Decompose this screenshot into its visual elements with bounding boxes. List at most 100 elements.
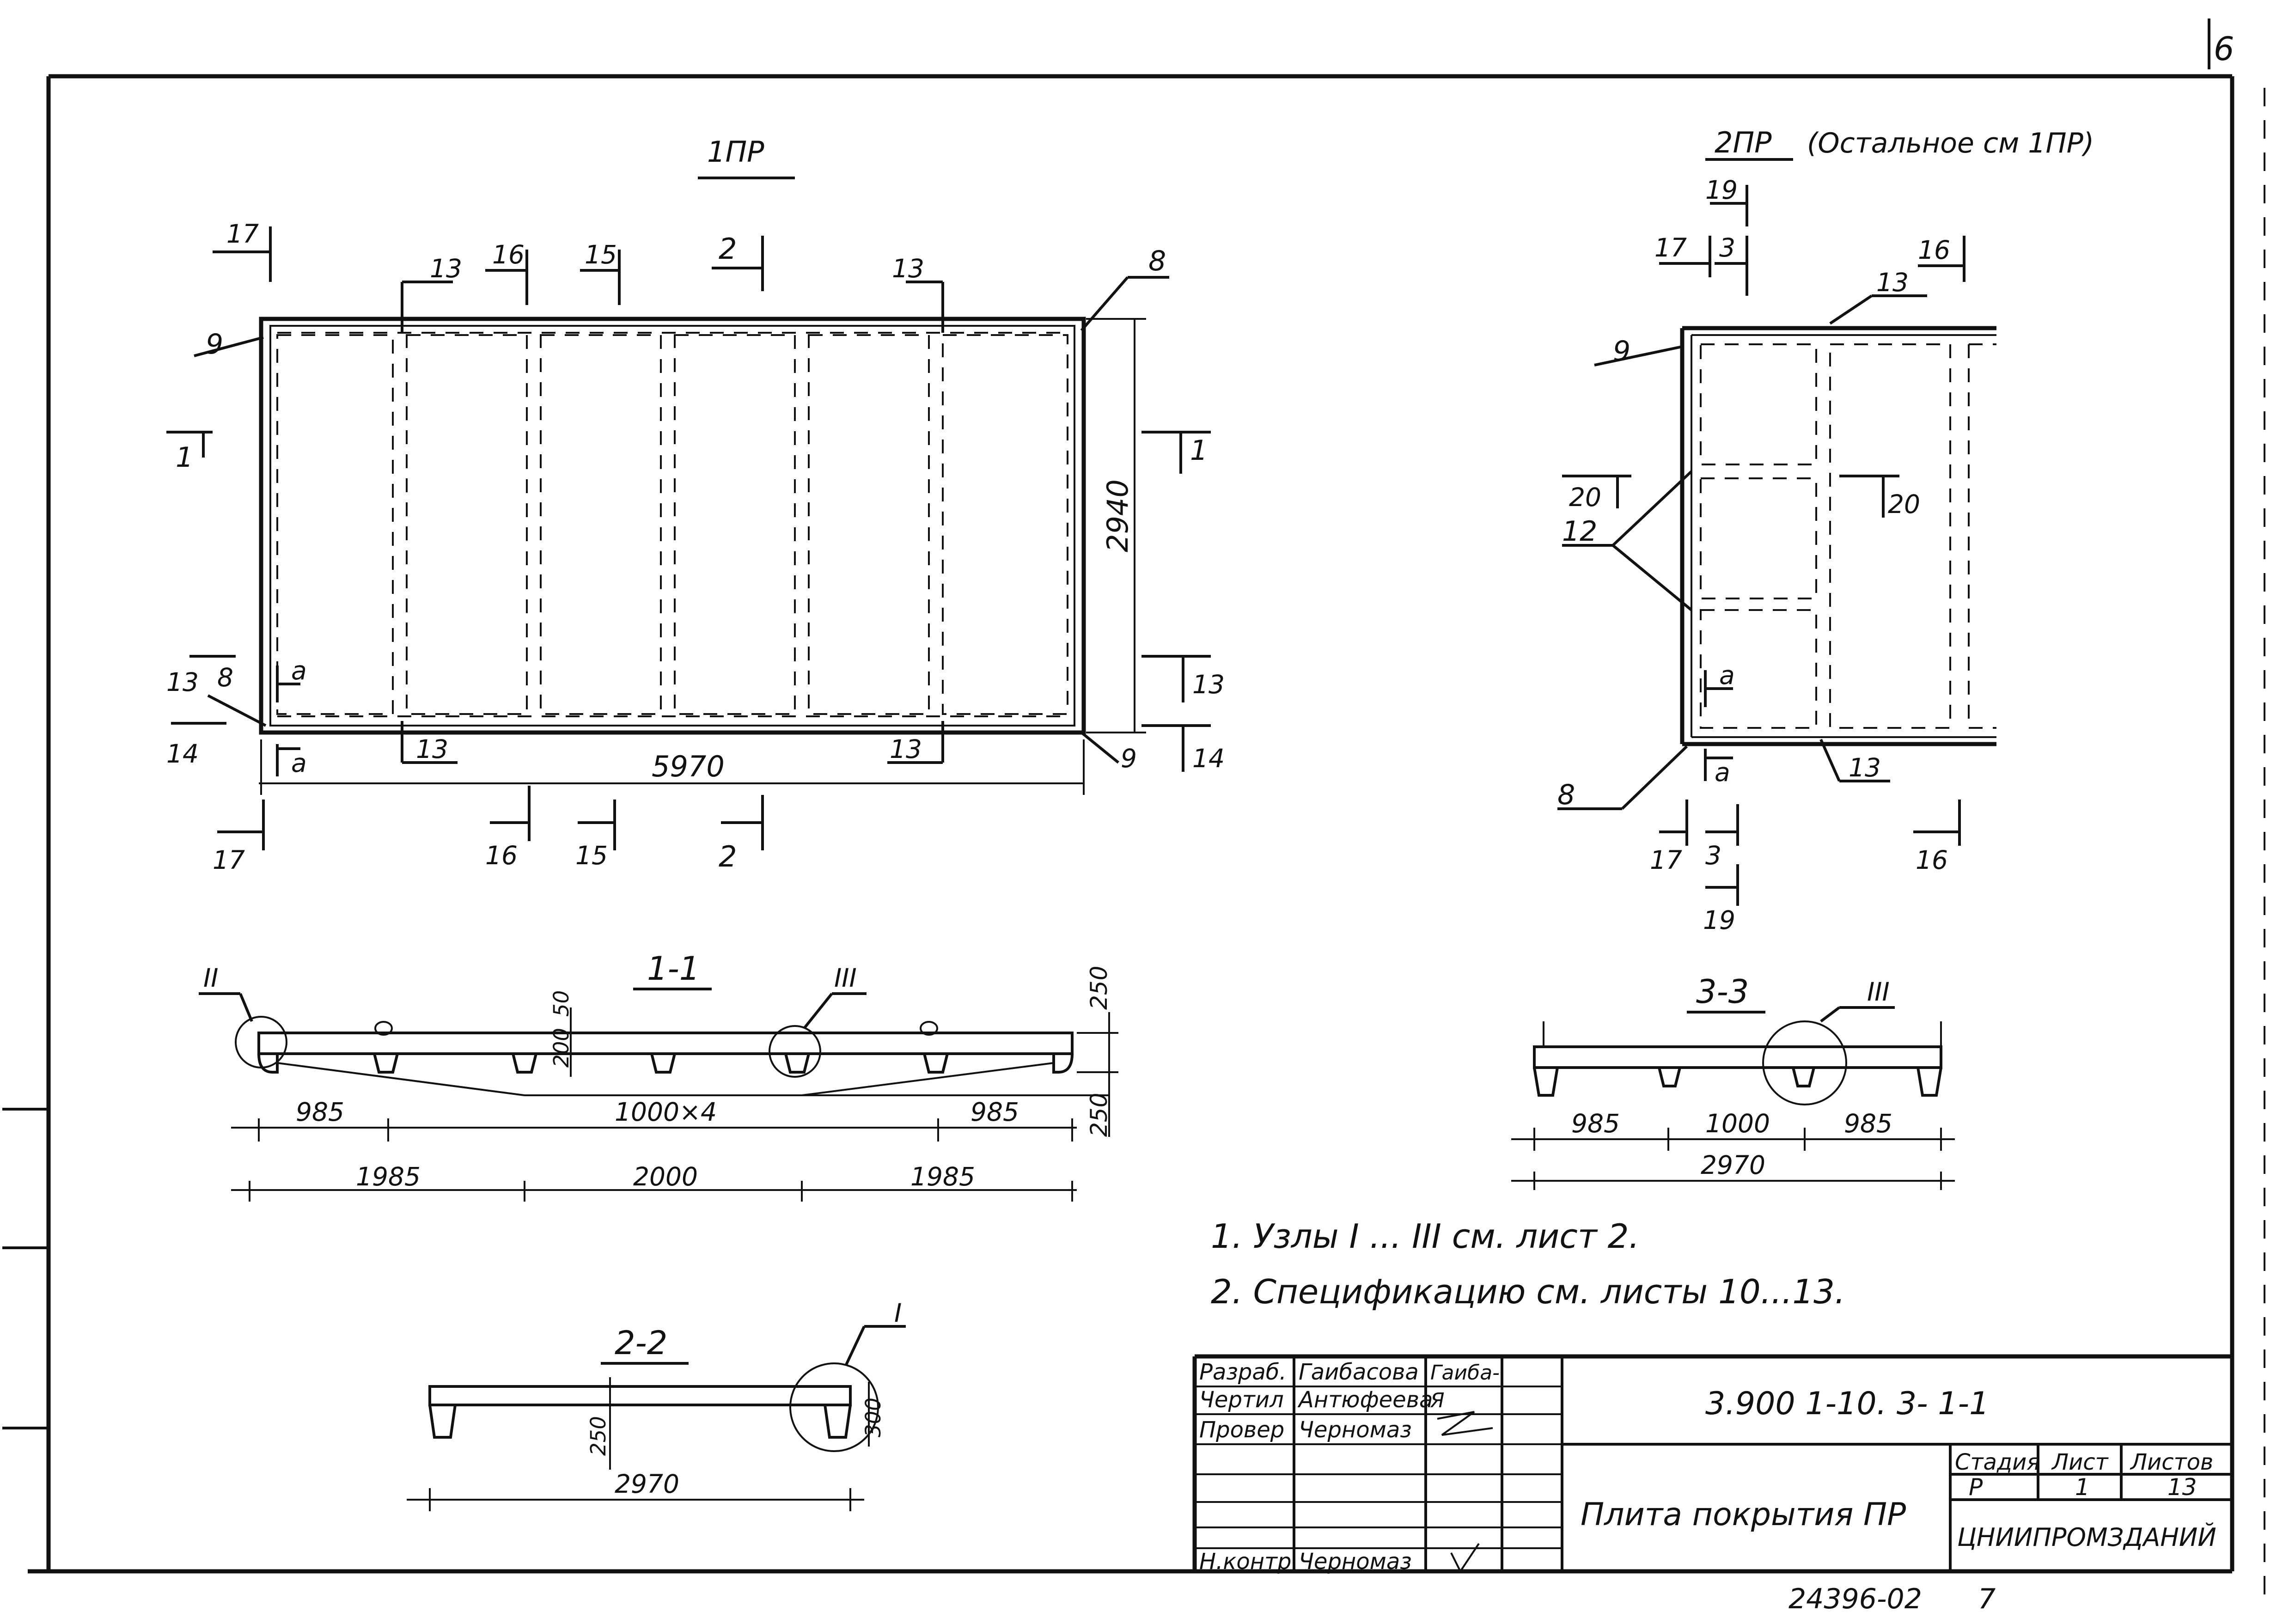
mark-14-left: 14 — [166, 739, 199, 769]
mark-a-top-2pr: а — [1719, 660, 1735, 690]
role-developed: Разраб. — [1199, 1359, 1287, 1385]
dim-250-bottom: 250 — [1086, 1093, 1112, 1137]
section-markers-bottom: 17 16 15 2 — [213, 786, 764, 875]
mark-a-left-top: а — [291, 656, 307, 685]
callout-12: 12 — [1562, 515, 1597, 548]
mark-13-right: 13 — [1192, 670, 1225, 699]
person-checked: Черномаз — [1299, 1417, 1412, 1443]
signature-drawn: Я — [1430, 1389, 1445, 1412]
dim-985-left-3-3: 985 — [1571, 1109, 1620, 1138]
mark-14-right: 14 — [1192, 744, 1225, 773]
dim-5970: 5970 — [652, 750, 725, 783]
mark-16-bottom: 16 — [485, 841, 518, 870]
dim-985-right-3-3: 985 — [1844, 1109, 1892, 1138]
sheet-label: Лист — [2051, 1449, 2109, 1475]
mark-1-right: 1 — [1190, 434, 1208, 467]
mark-2-bottom: 2 — [719, 840, 737, 873]
section-3-3-title: 3-3 — [1696, 973, 1749, 1011]
callout-9-right: 9 — [1121, 744, 1137, 773]
mark-a-left-bottom: а — [291, 748, 307, 778]
sheets-label: Листов — [2130, 1449, 2213, 1475]
notes: 1. Узлы I ... III см. лист 2. 2. Специфи… — [1211, 1217, 1845, 1311]
view-2pr-title: 2ПР — [1715, 126, 1772, 159]
dim-50: 50 — [549, 990, 574, 1017]
dim-1000-3-3: 1000 — [1705, 1109, 1770, 1138]
mark-15-top: 15 — [585, 240, 617, 269]
drawing-name: Плита покрытия ПР — [1581, 1496, 1906, 1533]
callout-13-top-right: 13 — [892, 254, 924, 283]
callout-8-2pr: 8 — [1557, 779, 1575, 811]
stage-label: Стадия — [1955, 1449, 2040, 1475]
sheets-value: 13 — [2167, 1474, 2197, 1501]
mark-1-left: 1 — [176, 441, 193, 474]
footer-page: 7 — [1978, 1583, 1996, 1615]
dim-200: 200 — [549, 1028, 574, 1068]
role-drawn: Чертил — [1199, 1387, 1284, 1413]
dim-250-2-2: 250 — [586, 1416, 610, 1456]
callout-13-bottom-left: 13 — [416, 734, 448, 764]
section-markers-top: 17 16 15 2 13 13 8 9 — [194, 219, 1169, 360]
mark-3-bottom: 3 — [1705, 841, 1721, 870]
dimensions-1pr: 5970 2940 — [259, 318, 1146, 795]
section-1-1-title: 1-1 — [647, 950, 700, 988]
title-block: Разраб. Чертил Провер Н.контр Гаибасова … — [1192, 1354, 2232, 1575]
page-frame — [2, 18, 2265, 1594]
mark-17-top: 17 — [226, 219, 259, 249]
sheet-number: 6 — [2214, 30, 2234, 68]
callout-8-top-right: 8 — [1148, 245, 1166, 277]
node-I-label: I — [894, 1298, 902, 1328]
mark-15-bottom: 15 — [575, 841, 608, 870]
person-drawn: Антюфеева — [1297, 1387, 1433, 1413]
mark-17-bottom-2pr: 17 — [1650, 845, 1682, 875]
mark-20-left: 20 — [1569, 482, 1601, 512]
mark-13-left: 13 — [166, 667, 199, 697]
signature-checked-mark — [1437, 1411, 1493, 1436]
rib-lines — [276, 332, 1068, 717]
dim-1985-right: 1985 — [910, 1162, 975, 1191]
section-2-2: 2-2 I 250 300 2970 — [407, 1298, 906, 1511]
dim-1000x4: 1000×4 — [615, 1097, 717, 1127]
node-III-label-3-3: III — [1867, 977, 1890, 1007]
mark-17-top-2pr: 17 — [1654, 233, 1687, 263]
dim-2970-3-3: 2970 — [1701, 1150, 1765, 1180]
sheet-value: 1 — [2075, 1474, 2090, 1501]
callout-13-top-left: 13 — [430, 254, 462, 283]
signature-developed: Гаиба- — [1430, 1361, 1500, 1385]
view-1pr: 1ПР 17 16 15 2 — [166, 135, 1225, 875]
callout-13-bottom-right: 13 — [890, 734, 922, 764]
mark-20-right: 20 — [1888, 489, 1920, 519]
note-1: 1. Узлы I ... III см. лист 2. — [1211, 1217, 1639, 1256]
person-norm-control: Черномаз — [1299, 1549, 1412, 1575]
view-2pr: 2ПР (Остальное см 1ПР) 19 17 3 16 — [1557, 126, 2094, 935]
section-markers-sides: 1 1 13 8 14 а а 13 14 9 — [166, 431, 1225, 778]
footer-number: 24396-02 — [1788, 1583, 1922, 1615]
signature-norm-control-mark — [1450, 1543, 1480, 1573]
dim-300-2-2: 300 — [861, 1398, 885, 1437]
dim-250-top: 250 — [1086, 966, 1112, 1010]
rib-lines-2pr — [1700, 343, 1996, 729]
section-3-3: 3-3 III 985 1000 985 2970 — [1511, 973, 1955, 1190]
designation: 3.900 1-10. 3- 1-1 — [1705, 1386, 1989, 1422]
callout-13-top-2pr: 13 — [1876, 268, 1909, 297]
dim-2970-2-2: 2970 — [615, 1469, 679, 1499]
view-2pr-note: (Остальное см 1ПР) — [1807, 127, 2094, 159]
role-norm-control: Н.контр — [1199, 1549, 1292, 1575]
mark-2-top: 2 — [719, 232, 737, 266]
callout-9-2pr: 9 — [1613, 335, 1630, 367]
dim-2940: 2940 — [1101, 479, 1135, 552]
mark-16-bottom-2pr: 16 — [1916, 845, 1948, 875]
dim-985-right: 985 — [970, 1097, 1019, 1127]
mark-19-top: 19 — [1705, 175, 1738, 205]
dim-1985-left: 1985 — [356, 1162, 421, 1191]
mark-a-bottom-2pr: а — [1715, 757, 1730, 787]
mark-16-top-2pr: 16 — [1918, 235, 1950, 265]
view-1pr-title: 1ПР — [707, 135, 764, 169]
callout-8-left: 8 — [217, 663, 233, 692]
section-1-1: 1-1 II III 985 1000×4 985 — [199, 950, 1118, 1202]
role-checked: Провер — [1199, 1417, 1284, 1443]
node-III-label: III — [834, 963, 857, 993]
callout-13-bottom-2pr: 13 — [1849, 753, 1881, 782]
mark-17-bottom: 17 — [213, 845, 245, 875]
dim-985-left: 985 — [296, 1097, 344, 1127]
section-2-2-title: 2-2 — [615, 1324, 667, 1362]
